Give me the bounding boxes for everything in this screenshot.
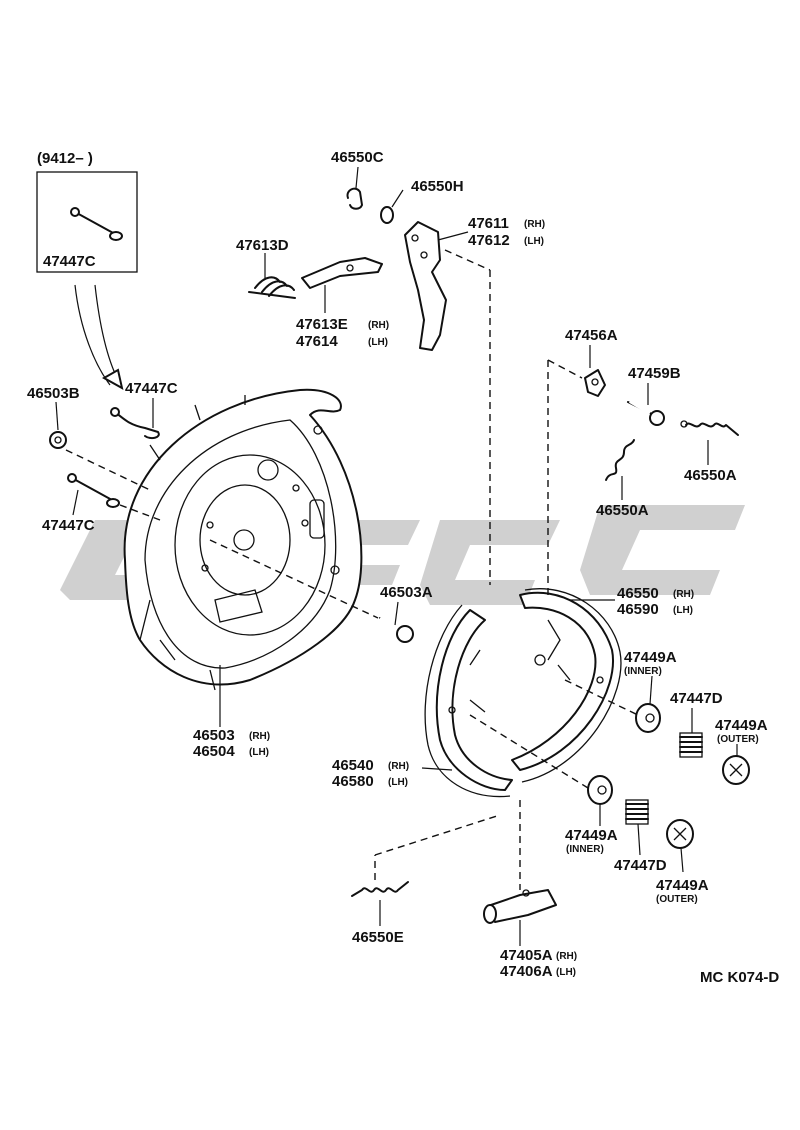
label-46540: 46540	[332, 757, 374, 774]
label-47406A: 47406A	[500, 963, 553, 980]
label-46503B: 46503B	[27, 385, 80, 402]
label-46504-lh: (LH)	[249, 747, 269, 758]
bolt-46503A	[379, 616, 414, 643]
label-47614-lh: (LH)	[368, 337, 388, 348]
label-47449A-outer-lower-qual: (OUTER)	[656, 894, 698, 905]
label-46550-rh: (RH)	[673, 589, 694, 600]
inset-date-code: (9412– )	[37, 150, 93, 167]
spring-47447D-upper	[679, 732, 703, 758]
spring-cup-outer-upper	[722, 755, 750, 785]
spring-46550A-right	[680, 420, 739, 436]
label-47406A-lh: (LH)	[556, 967, 576, 978]
label-47611-rh: (RH)	[524, 219, 545, 230]
backing-plate	[123, 388, 363, 691]
label-46550H: 46550H	[411, 178, 464, 195]
brake-shoe-assembly	[424, 588, 622, 798]
bracket-47456A	[584, 369, 606, 397]
strut-47613E	[301, 257, 383, 289]
label-46504: 46504	[193, 743, 235, 760]
leader-lines	[55, 166, 738, 946]
spring-cup-inner-upper	[635, 703, 661, 733]
label-47449A-inner-upper-qual: (INNER)	[624, 666, 662, 677]
spring-47613D	[248, 276, 296, 299]
washer-46550H	[380, 206, 394, 224]
label-46580: 46580	[332, 773, 374, 790]
label-47447D-upper: 47447D	[670, 690, 723, 707]
label-47449A-inner-lower-qual: (INNER)	[566, 844, 604, 855]
label-46590: 46590	[617, 601, 659, 618]
label-47449A-inner-lower: 47449A	[565, 827, 618, 844]
label-46550C: 46550C	[331, 149, 384, 166]
part-labels: 46550C 46550H 47611 (RH) 47612 (LH) 4761…	[27, 149, 779, 986]
label-47405A: 47405A	[500, 947, 553, 964]
label-46550: 46550	[617, 585, 659, 602]
label-47612: 47612	[468, 232, 510, 249]
label-46550A-right: 46550A	[684, 467, 737, 484]
label-47459B: 47459B	[628, 365, 681, 382]
label-47449A-outer-upper-qual: (OUTER)	[717, 734, 759, 745]
label-46590-lh: (LH)	[673, 605, 693, 616]
inset-part-label: 47447C	[43, 253, 96, 270]
parking-brake-lever	[404, 221, 447, 351]
nut-46503B	[49, 431, 67, 449]
label-47447C-upper: 47447C	[125, 380, 178, 397]
spring-46550A-left	[605, 439, 635, 481]
label-46503-rh: (RH)	[249, 731, 270, 742]
label-46503A: 46503A	[380, 584, 433, 601]
label-47449A-outer-lower: 47449A	[656, 877, 709, 894]
label-46550A-left: 46550A	[596, 502, 649, 519]
label-47405A-rh: (RH)	[556, 951, 577, 962]
inset-box: (9412– ) 47447C	[36, 150, 138, 273]
label-47613D: 47613D	[236, 237, 289, 254]
label-47449A-outer-upper: 47449A	[715, 717, 768, 734]
label-46540-rh: (RH)	[388, 761, 409, 772]
label-47613E: 47613E	[296, 316, 348, 333]
spring-47447D-lower	[625, 799, 649, 825]
label-47613E-rh: (RH)	[368, 320, 389, 331]
cable-clip-47447C	[110, 407, 160, 440]
spring-46550E	[351, 881, 409, 897]
diagram-code: MC K074-D	[700, 969, 779, 986]
label-46503: 46503	[193, 727, 235, 744]
adjuster-screw-47459B	[627, 399, 665, 426]
label-47612-lh: (LH)	[524, 236, 544, 247]
inset-arrows	[74, 284, 124, 390]
label-46550E: 46550E	[352, 929, 404, 946]
label-47447C-lower: 47447C	[42, 517, 95, 534]
spring-cup-inner-lower	[587, 775, 613, 805]
label-47611: 47611	[468, 215, 509, 232]
label-47449A-inner-upper: 47449A	[624, 649, 677, 666]
label-47447D-lower: 47447D	[614, 857, 667, 874]
label-47614: 47614	[296, 333, 338, 350]
inset-hold-down-pin	[70, 207, 123, 241]
spring-cup-outer-lower	[666, 819, 694, 849]
clip-46550C	[346, 187, 363, 210]
label-47456A: 47456A	[565, 327, 618, 344]
wheel-cylinder-47405A	[483, 889, 557, 924]
label-46580-lh: (LH)	[388, 777, 408, 788]
hold-down-pin-47447C	[67, 473, 120, 508]
